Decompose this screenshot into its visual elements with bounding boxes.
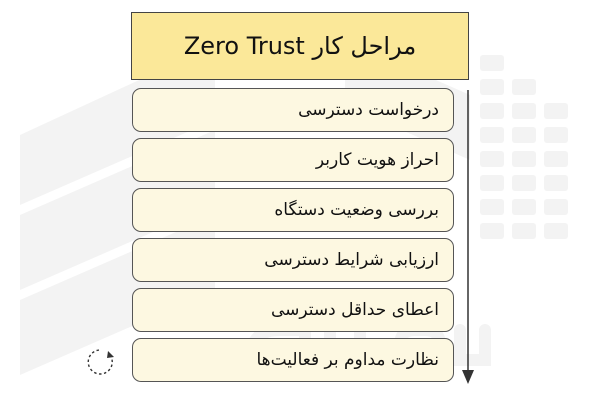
step-box-6: نظارت مداوم بر فعالیت‌ها [132, 338, 454, 382]
step-label: نظارت مداوم بر فعالیت‌ها [256, 350, 439, 370]
step-label: اعطای حداقل دسترسی [271, 300, 439, 320]
step-label: احراز هویت کاربر [315, 150, 439, 170]
step-box-4: ارزیابی شرایط دسترسی [132, 238, 454, 282]
step-label: بررسی وضعیت دستگاه [274, 200, 439, 220]
step-box-5: اعطای حداقل دسترسی [132, 288, 454, 332]
down-arrow-icon [462, 90, 474, 384]
step-label: ارزیابی شرایط دسترسی [264, 250, 439, 270]
step-box-3: بررسی وضعیت دستگاه [132, 188, 454, 232]
step-box-1: درخواست دسترسی [132, 88, 454, 132]
step-box-2: احراز هویت کاربر [132, 138, 454, 182]
cycle-icon [87, 349, 114, 375]
diagram-title-text: مراحل کار Zero Trust [183, 32, 417, 60]
step-label: درخواست دسترسی [298, 100, 439, 120]
diagram-title: مراحل کار Zero Trust [131, 12, 469, 80]
